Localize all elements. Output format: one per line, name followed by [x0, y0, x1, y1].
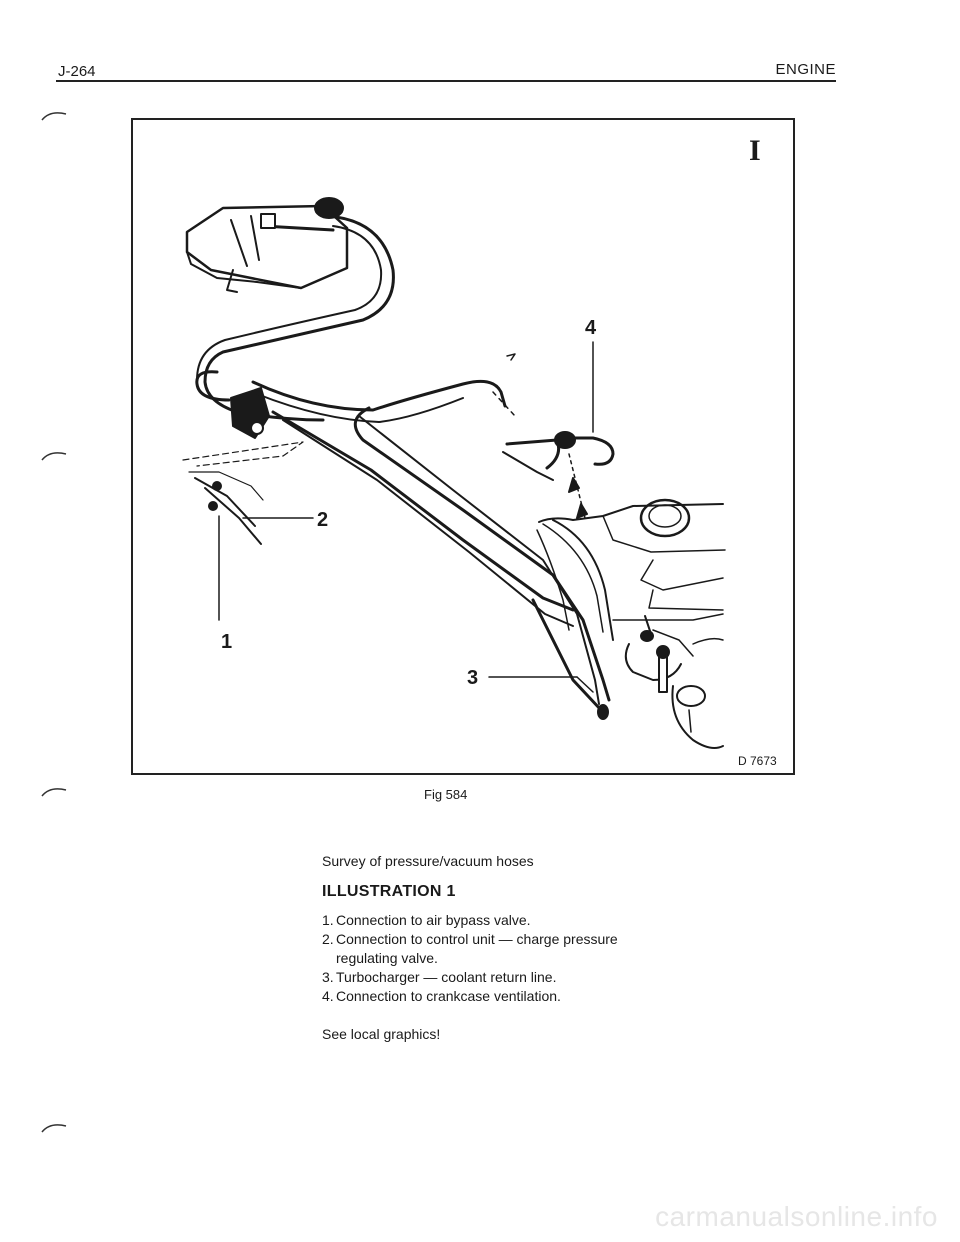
legend-number: 4. [322, 988, 334, 1004]
section-title: ENGINE [775, 61, 836, 78]
expansion-tank [185, 197, 349, 293]
legend-number: 2. [322, 931, 334, 947]
callout-3: 3 [467, 667, 478, 689]
punch-mark [41, 112, 67, 121]
legend-item: 4.Connection to crankcase ventilation. [322, 987, 642, 1006]
engine-head [536, 498, 726, 749]
description-block: Survey of pressure/vacuum hoses ILLUSTRA… [322, 853, 642, 1056]
header-rule [56, 80, 836, 82]
legend-number: 1. [322, 912, 334, 928]
legend-text: Turbocharger — coolant return line. [336, 969, 557, 985]
watermark: carmanualsonline.info [655, 1201, 938, 1232]
punch-mark [41, 452, 67, 461]
legend-item: 3.Turbocharger — coolant return line. [322, 968, 642, 987]
page-number: J-264 [58, 63, 96, 80]
legend-text: Connection to air bypass valve. [336, 912, 531, 928]
legend-item: 2.Connection to control unit — charge pr… [322, 930, 642, 968]
legend-text: Connection to crankcase ventilation. [336, 988, 561, 1004]
subtitle: Survey of pressure/vacuum hoses [322, 853, 534, 869]
drawing-code: D 7673 [738, 754, 777, 768]
legend-item: 1.Connection to air bypass valve. [322, 911, 642, 930]
punch-mark [41, 1124, 67, 1133]
legend-list: 1.Connection to air bypass valve. 2.Conn… [322, 911, 642, 1006]
callout-4: 4 [585, 317, 597, 339]
callout-1: 1 [221, 631, 232, 653]
hose-diagram: I 1 2 3 4 D 7673 [182, 134, 777, 768]
figure-frame: I 1 2 3 4 D 7673 [131, 118, 795, 775]
panel-mark: I [749, 134, 761, 167]
note: See local graphics! [322, 1026, 441, 1042]
callout-2: 2 [317, 509, 328, 531]
legend-text: Connection to control unit — charge pres… [336, 931, 618, 966]
valve-body [230, 387, 270, 439]
punch-mark [41, 788, 67, 797]
illustration-heading: ILLUSTRATION 1 [322, 883, 456, 900]
legend-number: 3. [322, 969, 334, 985]
figure-caption: Fig 584 [424, 787, 468, 802]
